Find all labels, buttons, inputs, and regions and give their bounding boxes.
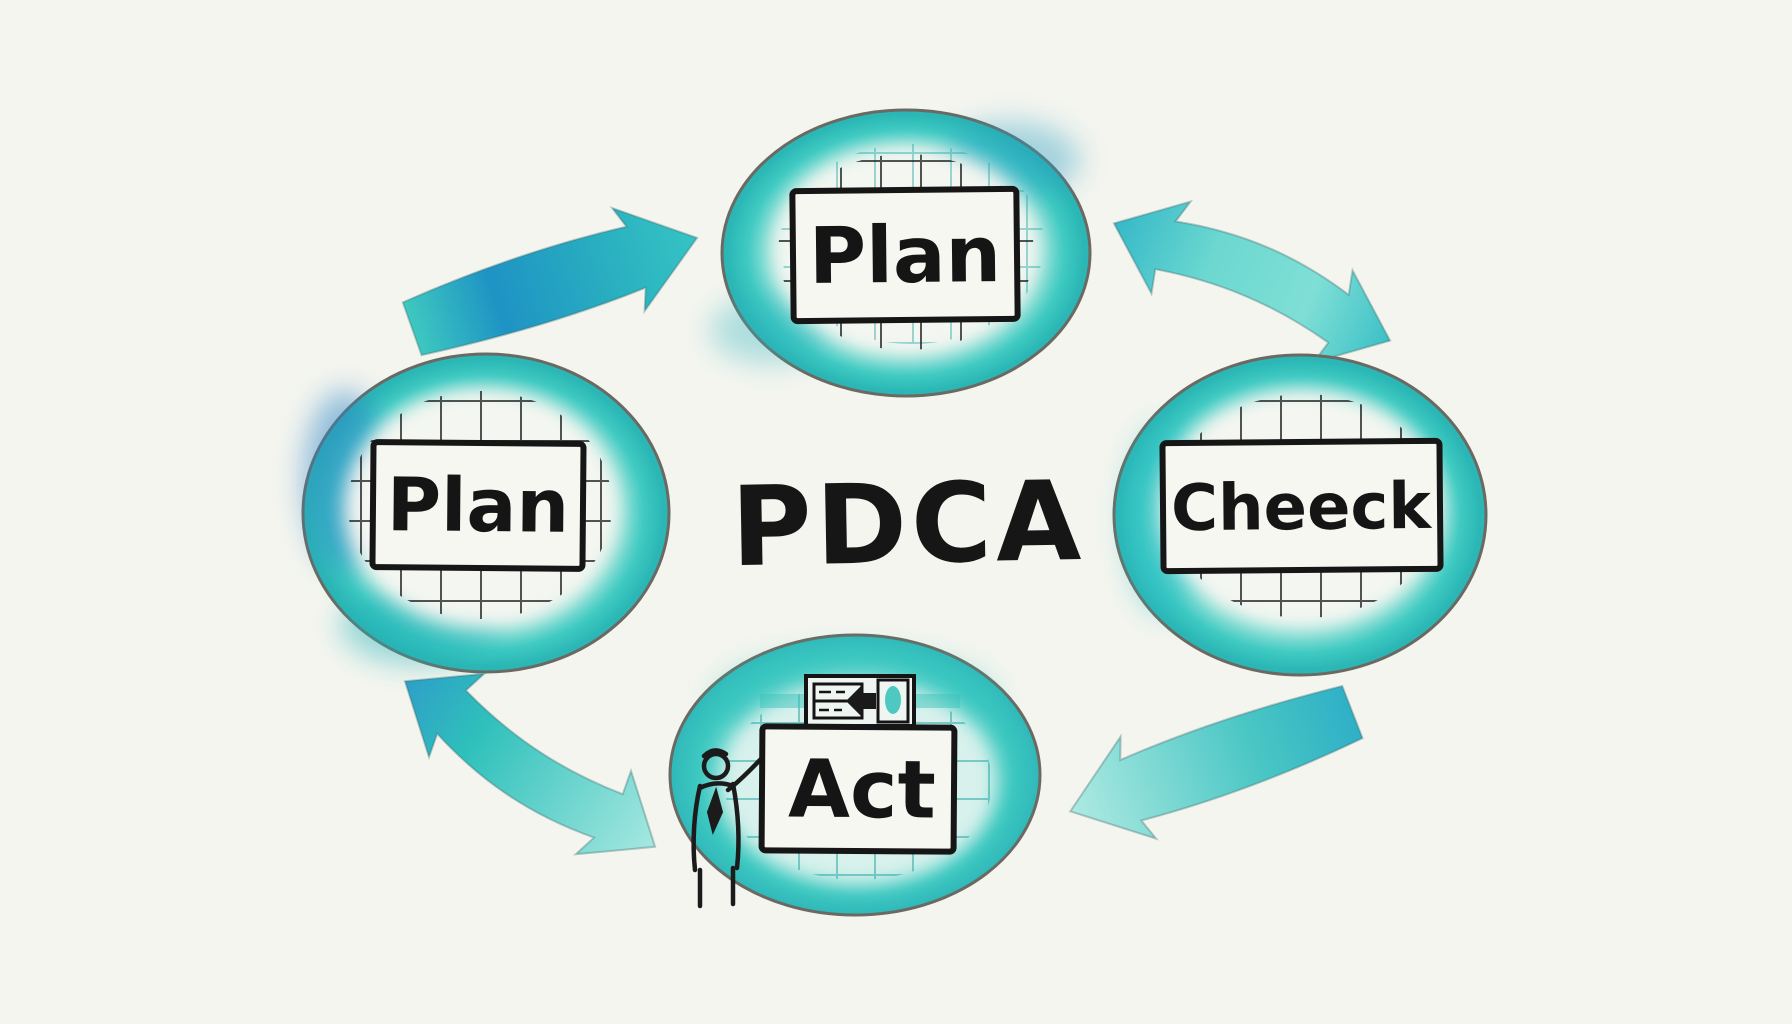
arrow-act-plan-left-double (376, 638, 684, 890)
label-box (758, 723, 958, 855)
label-box (1159, 437, 1444, 575)
arrow-check-to-act (1051, 660, 1373, 864)
document-transfer-icon (804, 674, 916, 728)
node-plan-top: Plan (710, 108, 1092, 398)
node-plan-left: Plan (301, 352, 671, 674)
center-title: PDCA (730, 457, 1086, 591)
node-label: Plan (387, 462, 570, 550)
label-box (369, 439, 587, 572)
node-label: Act (788, 743, 936, 837)
node-label: Plan (809, 210, 1002, 302)
label-box (789, 185, 1021, 325)
node-check-right: Cheeck (1112, 353, 1488, 677)
node-label: Cheeck (1171, 470, 1433, 546)
person-leaning-icon (691, 748, 764, 909)
arrow-plan-left-to-plan-top (393, 185, 715, 381)
node-act-bottom: Act (668, 633, 1042, 917)
arrow-plan-top-check-double (1093, 176, 1411, 388)
